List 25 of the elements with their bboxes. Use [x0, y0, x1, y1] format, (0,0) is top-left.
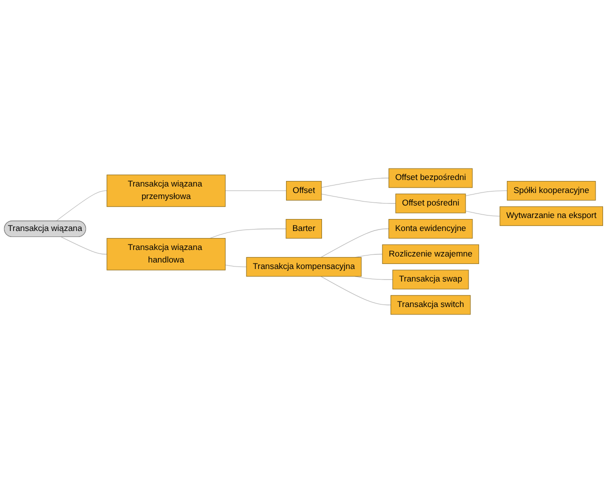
connector — [225, 190, 287, 192]
connector — [321, 178, 390, 188]
node-box: Transakcja kompensacyjna — [246, 257, 362, 277]
node-box: Rozliczenie wzajemne — [382, 244, 480, 264]
connector — [225, 264, 247, 268]
connector — [321, 194, 396, 204]
node-box: Konta ewidencyjne — [388, 219, 473, 239]
node-box: Offset pośredni — [395, 194, 466, 214]
connector — [320, 228, 390, 258]
node-box: Wytwarzanie na eksport — [500, 206, 604, 226]
node-box: Transakcja swap — [392, 270, 469, 290]
connector — [465, 210, 500, 216]
node-box: Offset — [286, 180, 322, 201]
connector — [465, 190, 508, 196]
node-box: Barter — [286, 219, 322, 239]
connector — [209, 228, 286, 239]
node-box: Spółki kooperacyjne — [506, 180, 596, 201]
connector — [61, 236, 108, 254]
node-box: Transakcja wiązana przemysłowa — [106, 174, 226, 207]
node-box: Transakcja wiązana handlowa — [106, 238, 226, 270]
connector — [320, 276, 392, 306]
node-box: Offset bezpośredni — [388, 168, 473, 188]
connector — [354, 276, 393, 280]
node-box: Transakcja switch — [390, 295, 471, 315]
connector — [56, 190, 108, 222]
